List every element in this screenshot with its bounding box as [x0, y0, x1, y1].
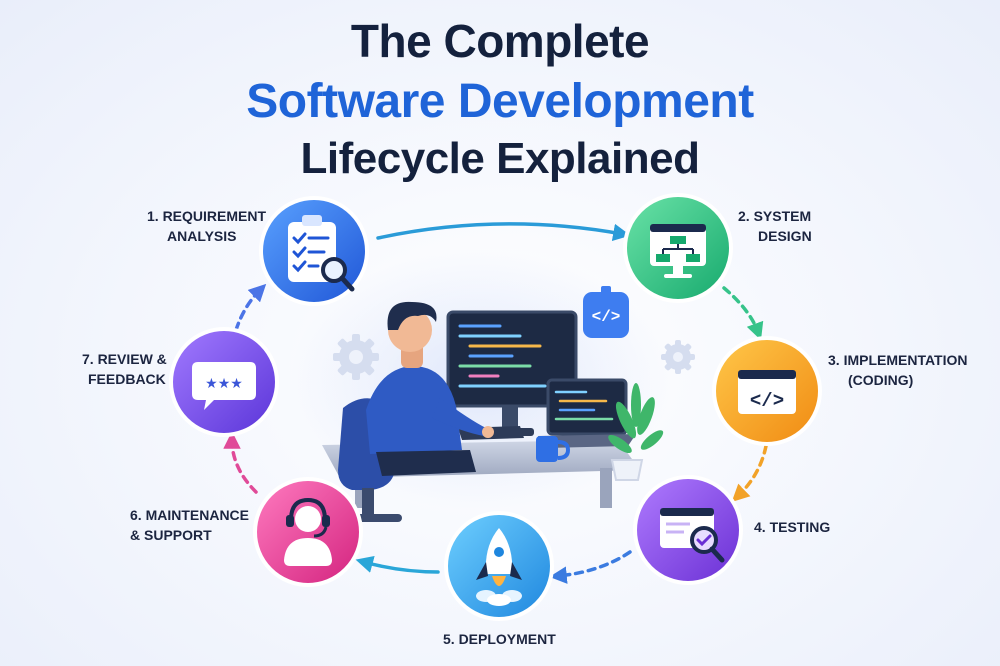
flowchart-window-icon: [650, 224, 706, 278]
stage-requirement-analysis: [259, 196, 369, 306]
label-review-feedback: 7. Review & Feedback: [82, 349, 167, 389]
title-line-1: The Complete: [350, 15, 650, 67]
label-maintenance-line-2: & Support: [130, 527, 212, 543]
label-requirement-analysis: 1. Requirement Analysis: [147, 206, 266, 246]
arrow-review-to-requirement: [234, 283, 267, 332]
rating-stars-chat-icon: ★★★: [192, 362, 256, 410]
headset-support-icon: [284, 497, 332, 566]
label-testing-line-1: 4. Testing: [754, 519, 831, 535]
title-line-2: Software Development: [246, 75, 754, 128]
arrow-requirement-to-design: [376, 222, 631, 242]
label-requirement-line-2: Analysis: [167, 228, 237, 244]
arrow-deployment-to-maintenance: [355, 555, 440, 574]
stage-deployment: [444, 511, 554, 621]
label-implementation: 3. Implementation (Coding): [828, 350, 967, 390]
stage-maintenance-support: [253, 477, 363, 587]
label-deployment: 5. Deployment: [443, 629, 556, 649]
label-review-line-1: 7. Review &: [82, 351, 167, 367]
label-deployment-line-1: 5. Deployment: [443, 631, 556, 647]
label-testing: 4. Testing: [754, 517, 830, 537]
label-design-line-1: 2. System: [738, 208, 812, 224]
developer-at-desk-icon: </>: [290, 250, 695, 522]
rocket-icon: [476, 528, 522, 606]
cycle-arrows: [223, 222, 768, 584]
stage-implementation: </>: [712, 336, 822, 446]
code-window-symbol: </>: [750, 390, 784, 412]
rating-stars: ★★★: [205, 376, 243, 392]
label-system-design: 2. System Design: [738, 206, 812, 246]
label-design-line-2: Design: [758, 228, 812, 244]
window-checkmark-magnifier-icon: [660, 508, 725, 563]
arrow-testing-to-deployment: [549, 550, 632, 584]
label-implementation-line-1: 3. Implementation: [828, 352, 968, 368]
arrow-maintenance-to-review: [223, 431, 258, 494]
label-maintenance-support: 6. Maintenance & Support: [130, 505, 249, 545]
stage-system-design: [623, 193, 733, 303]
stage-review-feedback: ★★★: [169, 327, 279, 437]
label-requirement-line-1: 1. Requirement: [147, 208, 267, 224]
clipboard-checklist-magnifier-icon: [288, 215, 355, 292]
label-maintenance-line-1: 6. Maintenance: [130, 507, 250, 523]
label-review-line-2: Feedback: [88, 371, 166, 387]
title-line-3: Lifecycle Explained: [300, 134, 700, 183]
code-window-icon: </>: [738, 370, 796, 414]
arrow-design-to-implementation: [722, 286, 764, 341]
gear-icon: [333, 334, 379, 380]
code-badge-icon: </>: [583, 286, 629, 338]
arrow-implementation-to-testing: [731, 444, 768, 503]
stage-testing: [633, 475, 743, 585]
gear-icon: [661, 340, 695, 374]
label-implementation-line-2: (Coding): [848, 372, 914, 388]
code-badge-symbol: </>: [592, 308, 621, 326]
